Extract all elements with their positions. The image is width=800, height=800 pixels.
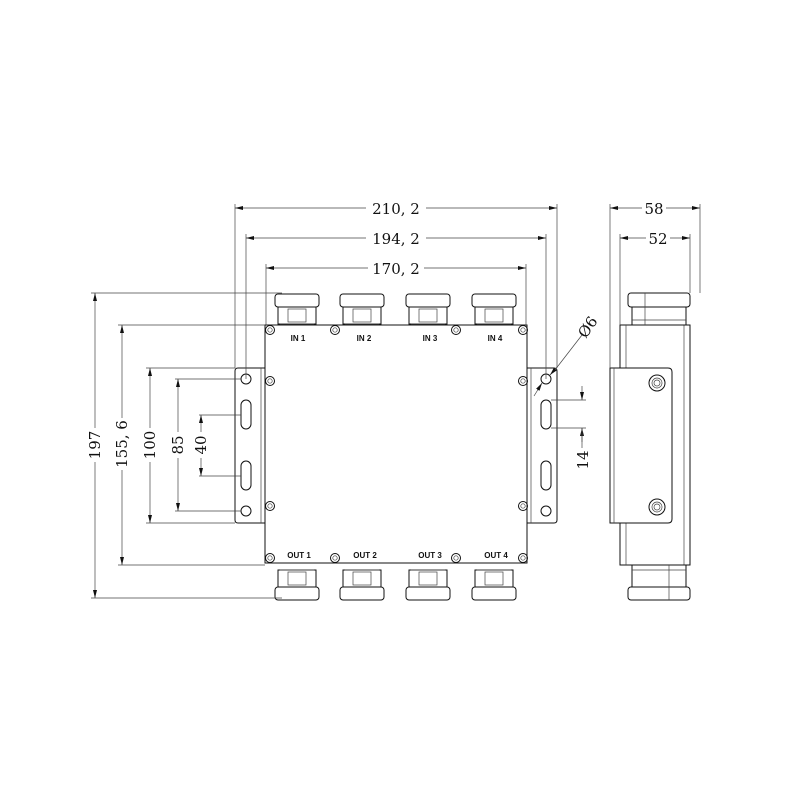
dim-slot-pitch: 40 [192,435,210,454]
side-dimensions [609,204,701,368]
dim-hole-diameter: Ø6 [574,313,601,341]
mount-slot [540,460,552,491]
dim-depth-body: 52 [648,230,667,248]
right-bracket [527,367,558,524]
enclosure-body [264,324,528,564]
dim-width-hole-pitch: 194, 2 [372,230,420,248]
dim-width-body: 170, 2 [372,260,420,278]
dim-height-bracket: 100 [141,431,159,460]
mount-hole [240,505,252,517]
mount-hole [540,505,552,517]
port-label-in-4: IN 4 [488,334,503,343]
dim-height-overall: 197 [86,431,104,460]
port-label-out-3: OUT 3 [418,551,442,560]
front-view: IN 1 IN 2 IN 3 IN 4 OUT 1 OUT 2 OUT 3 OU… [234,293,558,601]
mount-slot [240,399,252,430]
dim-width-overall: 210, 2 [372,200,420,218]
dim-slot-length: 14 [574,450,592,469]
dim-height-body: 155, 6 [113,420,131,468]
mount-slot [240,460,252,491]
port-label-out-1: OUT 1 [287,551,311,560]
input-connectors [274,293,517,325]
output-connectors [274,569,517,601]
port-label-in-3: IN 3 [423,334,438,343]
mount-slot [540,399,552,430]
side-view [609,292,691,601]
screw-icon [648,374,666,516]
port-label-in-1: IN 1 [291,334,306,343]
port-label-out-2: OUT 2 [353,551,377,560]
left-bracket [234,367,265,524]
port-label-in-2: IN 2 [357,334,372,343]
dim-depth-overall: 58 [644,200,663,218]
side-bracket [609,367,673,524]
dim-hole-pitch: 85 [169,435,187,454]
port-label-out-4: OUT 4 [484,551,508,560]
